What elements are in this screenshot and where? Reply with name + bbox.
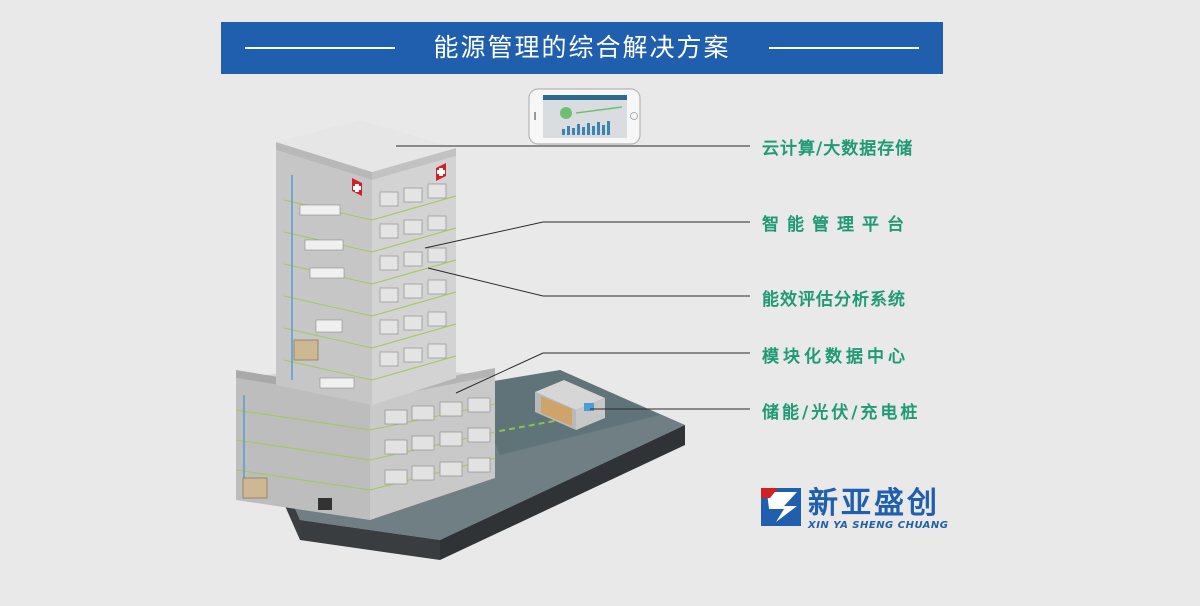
page-title: 能源管理的综合解决方案 [433,33,731,62]
feature-smart-management: 智能管理平台 [762,215,912,235]
feature-efficiency-analysis: 能效评估分析系统 [762,290,906,310]
brand-name-cn: 新亚盛创 [808,486,940,521]
hospital-cross-icon [352,178,362,196]
title-divider-right [769,47,919,49]
modular-data-center-box [535,380,605,430]
smartphone-device [528,88,641,145]
feature-modular-datacenter: 模块化数据中心 [762,347,909,367]
title-bar: 能源管理的综合解决方案 [221,22,943,74]
leader-lines [396,145,750,410]
brand-logo-icon [761,488,801,526]
feature-cloud-bigdata: 云计算/大数据存储 [762,139,914,159]
brand-name-en: XIN YA SHENG CHUANG [808,520,949,531]
title-divider-left [245,47,395,49]
feature-storage-solar-charging: 储能/光伏/充电桩 [762,403,921,423]
hospital-cross-icon [436,163,446,181]
